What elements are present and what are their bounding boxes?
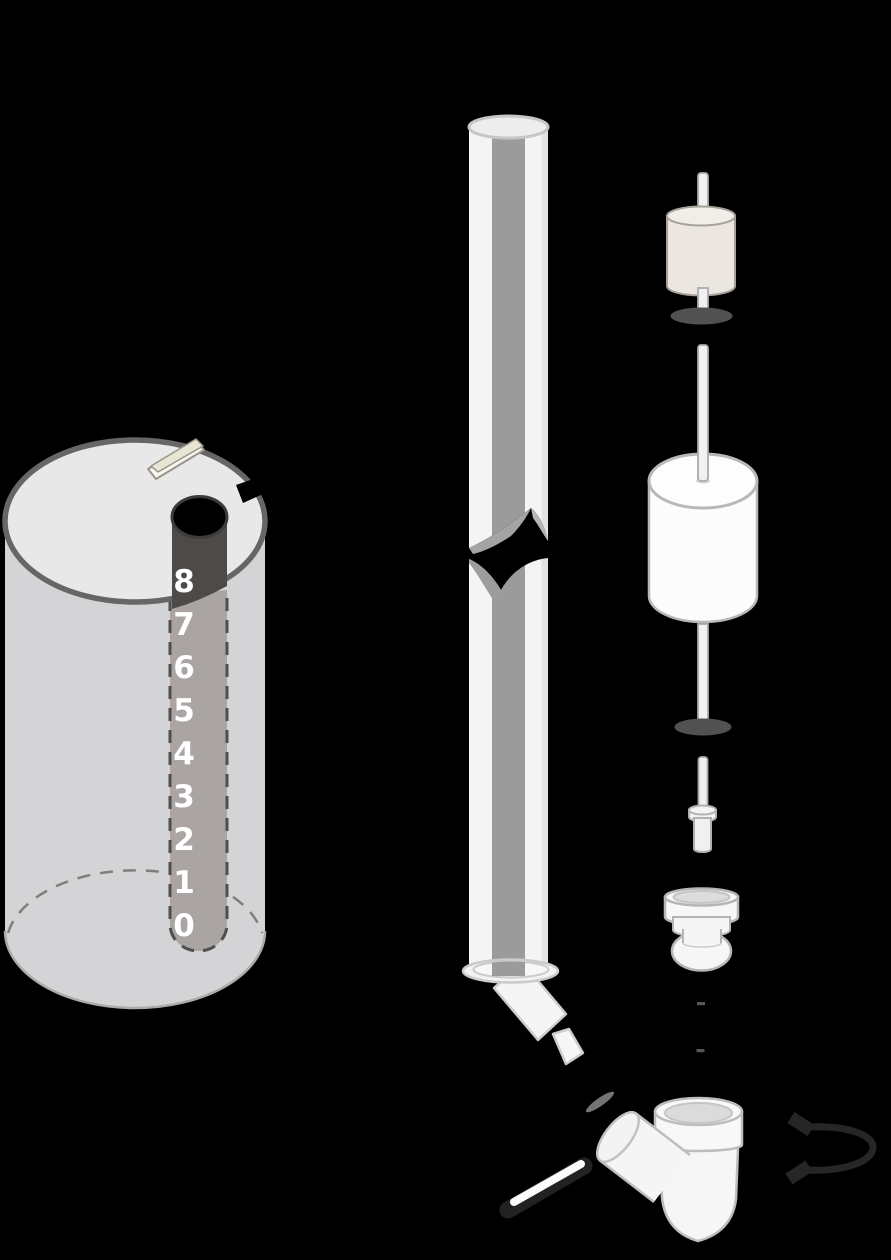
tube-lower-segment <box>469 556 548 975</box>
elbow-branch-opening <box>595 1110 641 1164</box>
tube-opening <box>170 495 229 539</box>
fracture-surface-upper <box>469 508 531 554</box>
elbow-body <box>658 1146 740 1243</box>
float-rod <box>697 344 709 482</box>
float-valve-assembly <box>499 172 877 1243</box>
tube-edge-shade <box>541 556 548 975</box>
tube-inner-stripe <box>492 133 525 552</box>
scale-label-6: 6 <box>173 650 195 686</box>
retaining-clip-end-upper <box>787 1112 815 1136</box>
stylus-pen-body <box>510 1160 585 1206</box>
retaining-clip <box>785 1112 877 1185</box>
bushing-neck-bottom <box>682 942 722 948</box>
seal-disc-upper <box>670 307 733 325</box>
bushing-neck <box>683 929 721 943</box>
tube-inner-stripe <box>492 556 525 975</box>
elbow-top-opening <box>664 1102 733 1124</box>
valve-stem-rod <box>697 756 709 813</box>
rim-notch <box>236 477 263 503</box>
cylinder-bottom-front-edge <box>3 930 267 1010</box>
stylus-pen <box>499 1157 593 1219</box>
retaining-clip-end-lower <box>785 1160 813 1185</box>
scale-label-3: 3 <box>173 779 195 815</box>
bushing-neck-edges <box>682 929 722 943</box>
rim-plate-top <box>150 438 204 473</box>
rod-lower <box>697 623 709 725</box>
measuring-tube-dashed-outline <box>168 592 229 953</box>
siphon-tube-assembly <box>461 114 615 1113</box>
collector-cylinder-assembly: 8 7 6 5 4 3 2 1 0 <box>2 437 268 1010</box>
fracture-surface-lower <box>469 559 501 603</box>
scale-label-8: 8 <box>173 564 195 600</box>
tube-upper-segment <box>467 114 550 556</box>
cap-cylinder-top <box>666 205 736 227</box>
fracture-gap-lower <box>469 556 548 590</box>
drain-elbow <box>595 1096 744 1243</box>
fracture-point-shade <box>531 508 548 541</box>
scale-label-0: 0 <box>173 908 195 944</box>
gasket-sliver <box>585 1091 615 1113</box>
scale-label-7: 7 <box>173 607 195 643</box>
cylinder-bottom-dashed-edge <box>6 869 264 934</box>
coupling-bushing <box>663 887 740 972</box>
tube-inner-stripe-through-flange <box>492 961 525 976</box>
alignment-dash <box>697 1002 705 1006</box>
seal-disc-lower <box>674 718 732 736</box>
outlet-wedge-piece <box>551 1027 585 1066</box>
measuring-tube-upper <box>172 517 227 609</box>
valve-collar-top <box>688 804 717 816</box>
retaining-clip-wire <box>800 1123 877 1174</box>
alignment-dash <box>696 1049 705 1053</box>
scale-label-1: 1 <box>173 865 195 901</box>
scale-label-4: 4 <box>173 736 195 772</box>
valve-stem-tip <box>693 817 712 853</box>
tube-edge-shade <box>541 129 548 552</box>
measuring-tube-inner <box>170 590 227 951</box>
tube-top-opening <box>467 114 550 140</box>
scale-labels: 8 7 6 5 4 3 2 1 0 <box>173 564 195 944</box>
bushing-rim-opening <box>672 890 731 904</box>
scale-label-5: 5 <box>173 693 195 729</box>
elbow-branch-edges <box>599 1112 691 1203</box>
scale-label-2: 2 <box>173 822 195 858</box>
cap-cylinder-body <box>666 215 736 297</box>
float-cylinder-body <box>647 479 759 624</box>
